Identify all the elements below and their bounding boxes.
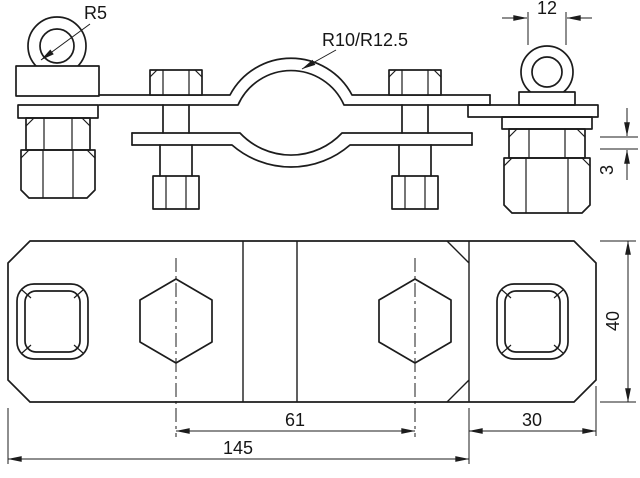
right-bolt-nut (391, 175, 439, 210)
side-elevation-view (15, 16, 599, 214)
left-bolt-nut (152, 175, 200, 210)
right-bolt-nut-facets (404, 175, 426, 210)
left-nut-stack (17, 104, 99, 199)
left-slot (16, 283, 89, 360)
left-slot-inner (24, 290, 81, 353)
right-bolt-head-facets (401, 69, 429, 96)
left-nut-upper-chamfers (25, 117, 91, 127)
left-bolt-head-chamfers (149, 69, 203, 78)
right-nut-stack (501, 116, 593, 214)
r5-label: R5 (84, 3, 107, 23)
dim12-value: 12 (537, 0, 557, 18)
side-view-annotations (40, 12, 638, 180)
right-bolt-head-chamfers (388, 69, 442, 78)
top-strap-lower-edge (98, 69, 491, 106)
right-nut-lower-facets (525, 157, 569, 214)
left-nut-lower-chamfers (20, 149, 96, 159)
saddle-projection-edges (242, 241, 298, 402)
left-clamp-body (15, 65, 100, 97)
left-washer (17, 104, 99, 119)
left-nut-lower (20, 149, 96, 199)
right-loop-inner (531, 56, 563, 88)
dim30-value: 30 (522, 410, 542, 430)
right-slot-inner (504, 290, 561, 353)
left-loop-inner (39, 28, 75, 64)
left-bolt-shank (159, 144, 193, 177)
plate-outline (7, 240, 597, 403)
right-end-plate (467, 104, 599, 118)
saddle-radius-label: R10/R12.5 (322, 30, 408, 50)
left-bolt-nut-facets (165, 175, 187, 210)
right-nut-upper-chamfers (508, 128, 586, 138)
r5-leader-line (40, 23, 91, 61)
right-nut-upper-facets (528, 128, 566, 159)
right-slot (496, 283, 569, 360)
right-bolt (388, 69, 442, 210)
right-slot-corner-chamfers (501, 289, 564, 354)
plan-view (7, 240, 597, 437)
bottom-strap-end-caps (131, 132, 473, 146)
right-eyelet-clamp (518, 45, 576, 106)
left-slot-outer (16, 283, 89, 360)
plate-step-edges (446, 240, 470, 403)
right-loop-base (518, 91, 576, 106)
bottom-strap-lower-edge (131, 144, 473, 168)
left-nut-upper (25, 117, 91, 151)
right-bolt-head (388, 69, 442, 96)
dim3-value: 3 (597, 165, 617, 175)
dim145-value: 145 (223, 438, 253, 458)
right-bolt-shank (398, 144, 432, 177)
top-strap-upper-edge (98, 57, 491, 96)
plan-view-dimensions (7, 240, 636, 464)
dim40-value: 40 (603, 311, 623, 331)
right-slot-outer (496, 283, 569, 360)
dim61-value: 61 (285, 410, 305, 430)
side-view-texts: R5 R10/R12.5 12 3 (84, 0, 617, 175)
right-washer (501, 116, 593, 130)
saddle-radius-leader-line (301, 49, 337, 70)
right-loop-outer (520, 45, 574, 99)
right-bolt-shaft (401, 104, 429, 134)
right-nut-lower (503, 157, 591, 214)
right-nut-lower-chamfers (503, 157, 591, 167)
left-nut-lower-facets (42, 149, 74, 199)
left-bolt-head (149, 69, 203, 96)
bottom-strap-upper-edge (131, 132, 473, 156)
left-eyelet-clamp (15, 16, 100, 97)
left-bolt-head-facets (162, 69, 190, 96)
plan-view-texts: 61 30 145 40 (223, 311, 623, 458)
left-bolt-shaft (162, 104, 190, 134)
left-nut-upper-facets (43, 117, 73, 151)
left-slot-corner-chamfers (21, 289, 84, 354)
right-nut-upper (508, 128, 586, 159)
left-bolt (149, 69, 203, 210)
top-strap (98, 57, 491, 106)
bottom-strap (131, 132, 473, 168)
